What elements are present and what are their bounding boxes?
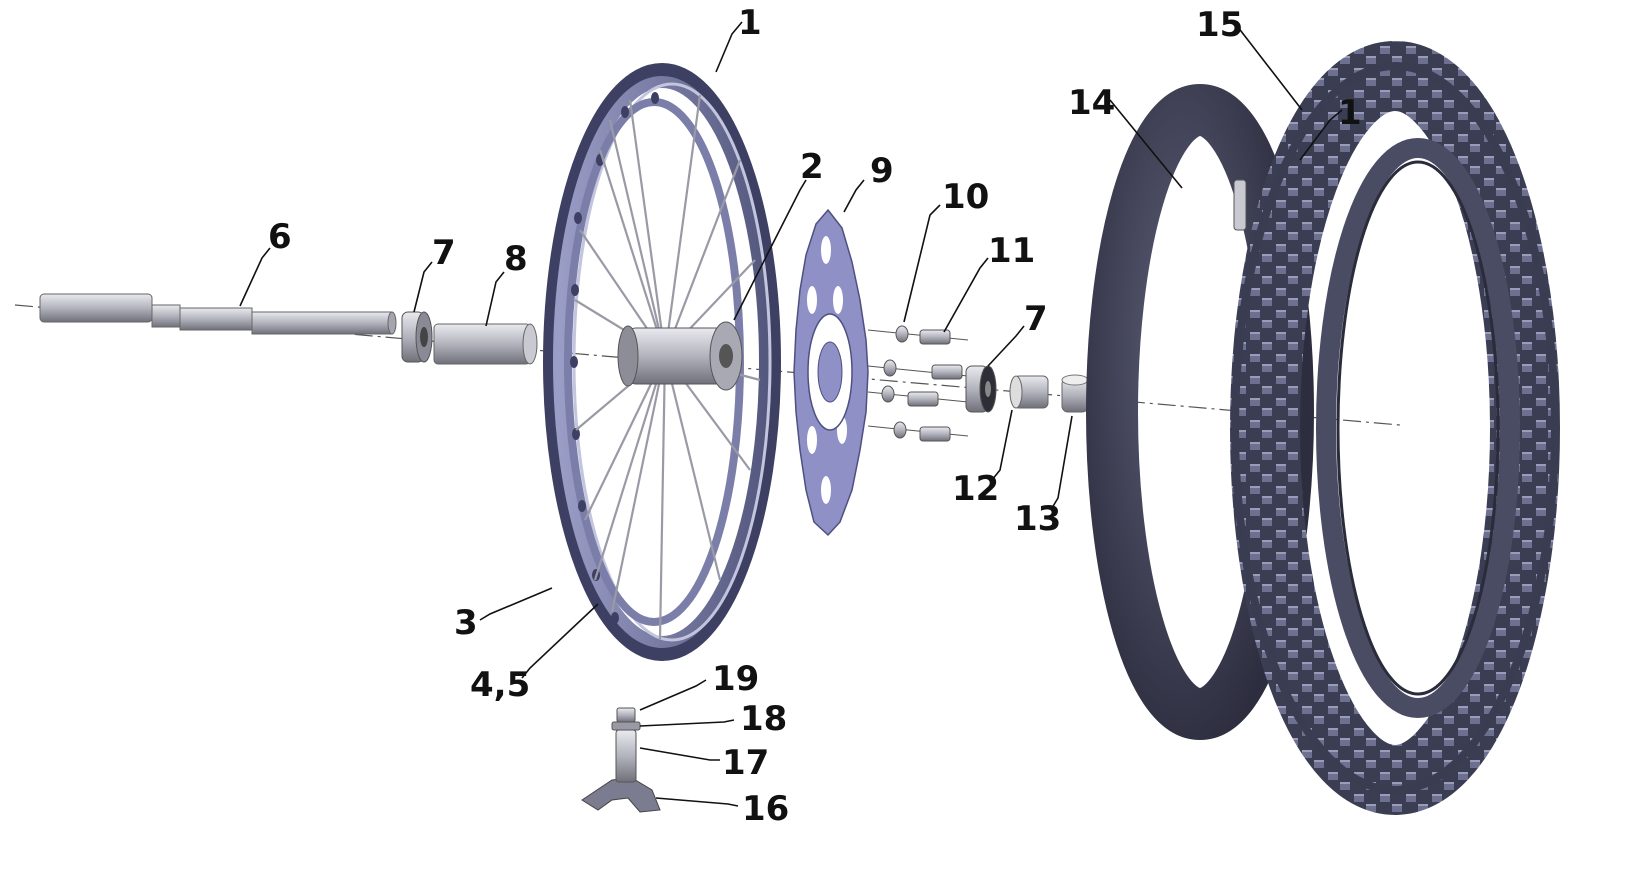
callout-19: 19 bbox=[712, 659, 759, 699]
callout-12: 12 bbox=[952, 469, 999, 509]
callout-1-tire: 1 bbox=[1338, 93, 1362, 133]
callout-17: 17 bbox=[722, 743, 769, 783]
callout-4-5: 4,5 bbox=[470, 665, 530, 705]
callout-9: 9 bbox=[870, 151, 894, 191]
callout-18: 18 bbox=[740, 699, 787, 739]
callout-1: 1 bbox=[738, 3, 762, 43]
leader-lines bbox=[239, 21, 1343, 807]
callout-2: 2 bbox=[800, 147, 824, 187]
callout-10: 10 bbox=[942, 177, 989, 217]
callout-labels: 1 1 2 9 10 11 7 12 13 14 15 6 7 8 3 4,5 … bbox=[268, 3, 1362, 829]
bearing-right-part bbox=[965, 365, 997, 413]
spacer-part bbox=[433, 323, 538, 365]
rim-lock-part bbox=[581, 707, 661, 813]
collar-part bbox=[1009, 375, 1049, 409]
callout-15: 15 bbox=[1196, 5, 1243, 45]
callout-16: 16 bbox=[742, 789, 789, 829]
callout-3: 3 bbox=[454, 603, 478, 643]
bearing-left-part bbox=[401, 311, 433, 363]
callout-14: 14 bbox=[1068, 83, 1115, 123]
tire-part bbox=[1230, 41, 1560, 815]
brake-disc-part bbox=[793, 208, 869, 537]
rim-wheel-part bbox=[543, 63, 781, 661]
callout-11: 11 bbox=[988, 231, 1035, 271]
axle-part bbox=[39, 293, 397, 335]
callout-7-right: 7 bbox=[1024, 299, 1048, 339]
callout-6: 6 bbox=[268, 217, 292, 257]
disc-bolts-part bbox=[867, 325, 969, 442]
callout-8: 8 bbox=[504, 239, 528, 279]
callout-13: 13 bbox=[1014, 499, 1061, 539]
callout-7-left: 7 bbox=[432, 233, 456, 273]
axle-nut-part bbox=[1061, 374, 1089, 413]
